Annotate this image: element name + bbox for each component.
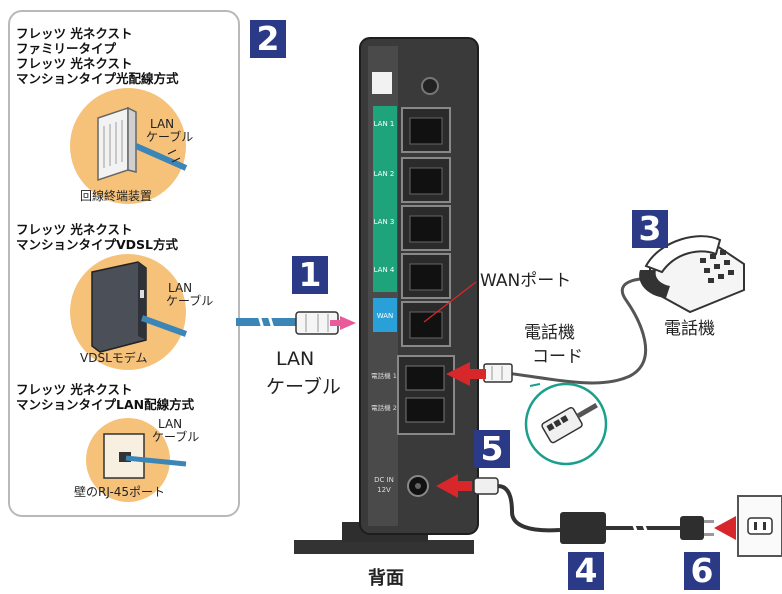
ac-arrow xyxy=(714,516,736,540)
lan-port-strip xyxy=(373,106,397,292)
dc-volt-tag: 12V xyxy=(377,486,391,494)
step-4-badge: 4 xyxy=(568,552,604,590)
group1-device-label: 回線終端装置 xyxy=(80,189,153,203)
group3-line2: マンションタイプLAN配線方式 xyxy=(16,397,195,412)
wall-rj45-icon xyxy=(103,433,145,479)
group2-line2: マンションタイプVDSL方式 xyxy=(16,237,179,252)
wan-leader-line xyxy=(423,281,477,323)
lan-port-1[interactable] xyxy=(401,107,451,153)
group1-line1: フレッツ 光ネクスト xyxy=(16,26,133,41)
phone-label: 電話機 xyxy=(664,319,715,339)
phone-port-2-tag: 電話機 2 xyxy=(371,404,397,412)
group3-device-label: 壁のRJ-45ポート xyxy=(74,485,166,499)
wan-port-label: WANポート xyxy=(480,271,572,291)
group3-line1: フレッツ 光ネクスト xyxy=(16,382,133,397)
lan-port-4-tag: LAN 4 xyxy=(373,266,395,274)
phone-port-block[interactable] xyxy=(397,355,455,435)
step-6-badge: 6 xyxy=(684,552,720,590)
group1-cable-label-2: ケーブル xyxy=(146,130,194,144)
group1-line4: マンションタイプ光配線方式 xyxy=(16,71,179,86)
wall-lan-cable xyxy=(125,455,187,467)
group1-line2: ファミリータイプ xyxy=(16,41,117,56)
vdsl-lan-cable xyxy=(140,315,188,337)
wan-port[interactable] xyxy=(401,301,451,347)
group2-line1: フレッツ 光ネクスト xyxy=(16,222,133,237)
group3-cable-label-2: ケーブル xyxy=(152,430,200,444)
lan-port-1-tag: LAN 1 xyxy=(373,120,395,128)
group1-cable-label-1: LAN xyxy=(150,117,175,131)
phone-cord-plug xyxy=(483,363,513,383)
phone-port-1-tag: 電話機 1 xyxy=(371,372,397,380)
group2-cable-label-2: ケーブル xyxy=(166,294,214,308)
ac-adapter xyxy=(560,512,606,544)
dc-arrow xyxy=(436,474,458,498)
lan-port-4[interactable] xyxy=(401,253,451,299)
lan-port-2[interactable] xyxy=(401,157,451,203)
lan-port-2-tag: LAN 2 xyxy=(373,170,395,178)
group2-device-label: VDSLモデム xyxy=(80,351,148,365)
dc-plug xyxy=(473,477,561,533)
onu-lan-cable xyxy=(134,143,188,171)
step-1-badge: 1 xyxy=(292,256,328,294)
step-5-badge: 5 xyxy=(474,430,510,468)
group2-cable-label-1: LAN xyxy=(168,281,193,295)
back-label: 背面 xyxy=(368,568,404,589)
group3-cable-label-1: LAN xyxy=(158,417,183,431)
wan-port-strip xyxy=(373,298,397,332)
lan-cable-label-2: ケーブル xyxy=(266,376,341,398)
lan-arrow xyxy=(340,316,356,330)
ac-plug xyxy=(680,516,714,540)
vdsl-modem-icon xyxy=(91,261,147,353)
phone-cord xyxy=(499,277,669,385)
lan-port-3-tag: LAN 3 xyxy=(373,218,395,226)
step-3-badge: 3 xyxy=(632,210,668,248)
lan-port-3[interactable] xyxy=(401,205,451,251)
phone-cord-label-2: コード xyxy=(532,347,583,367)
phone-cord-label-1: 電話機 xyxy=(524,323,575,343)
wall-outlet xyxy=(737,495,782,557)
step-2-badge: 2 xyxy=(250,20,286,58)
wan-port-tag: WAN xyxy=(376,312,394,320)
lan-cable-label-1: LAN xyxy=(276,348,315,370)
onu-device-icon xyxy=(97,106,137,182)
group1-line3: フレッツ 光ネクスト xyxy=(16,56,133,71)
router-stand xyxy=(294,540,474,554)
dc-in-tag: DC IN xyxy=(374,476,394,484)
phone-arrow xyxy=(446,362,470,386)
